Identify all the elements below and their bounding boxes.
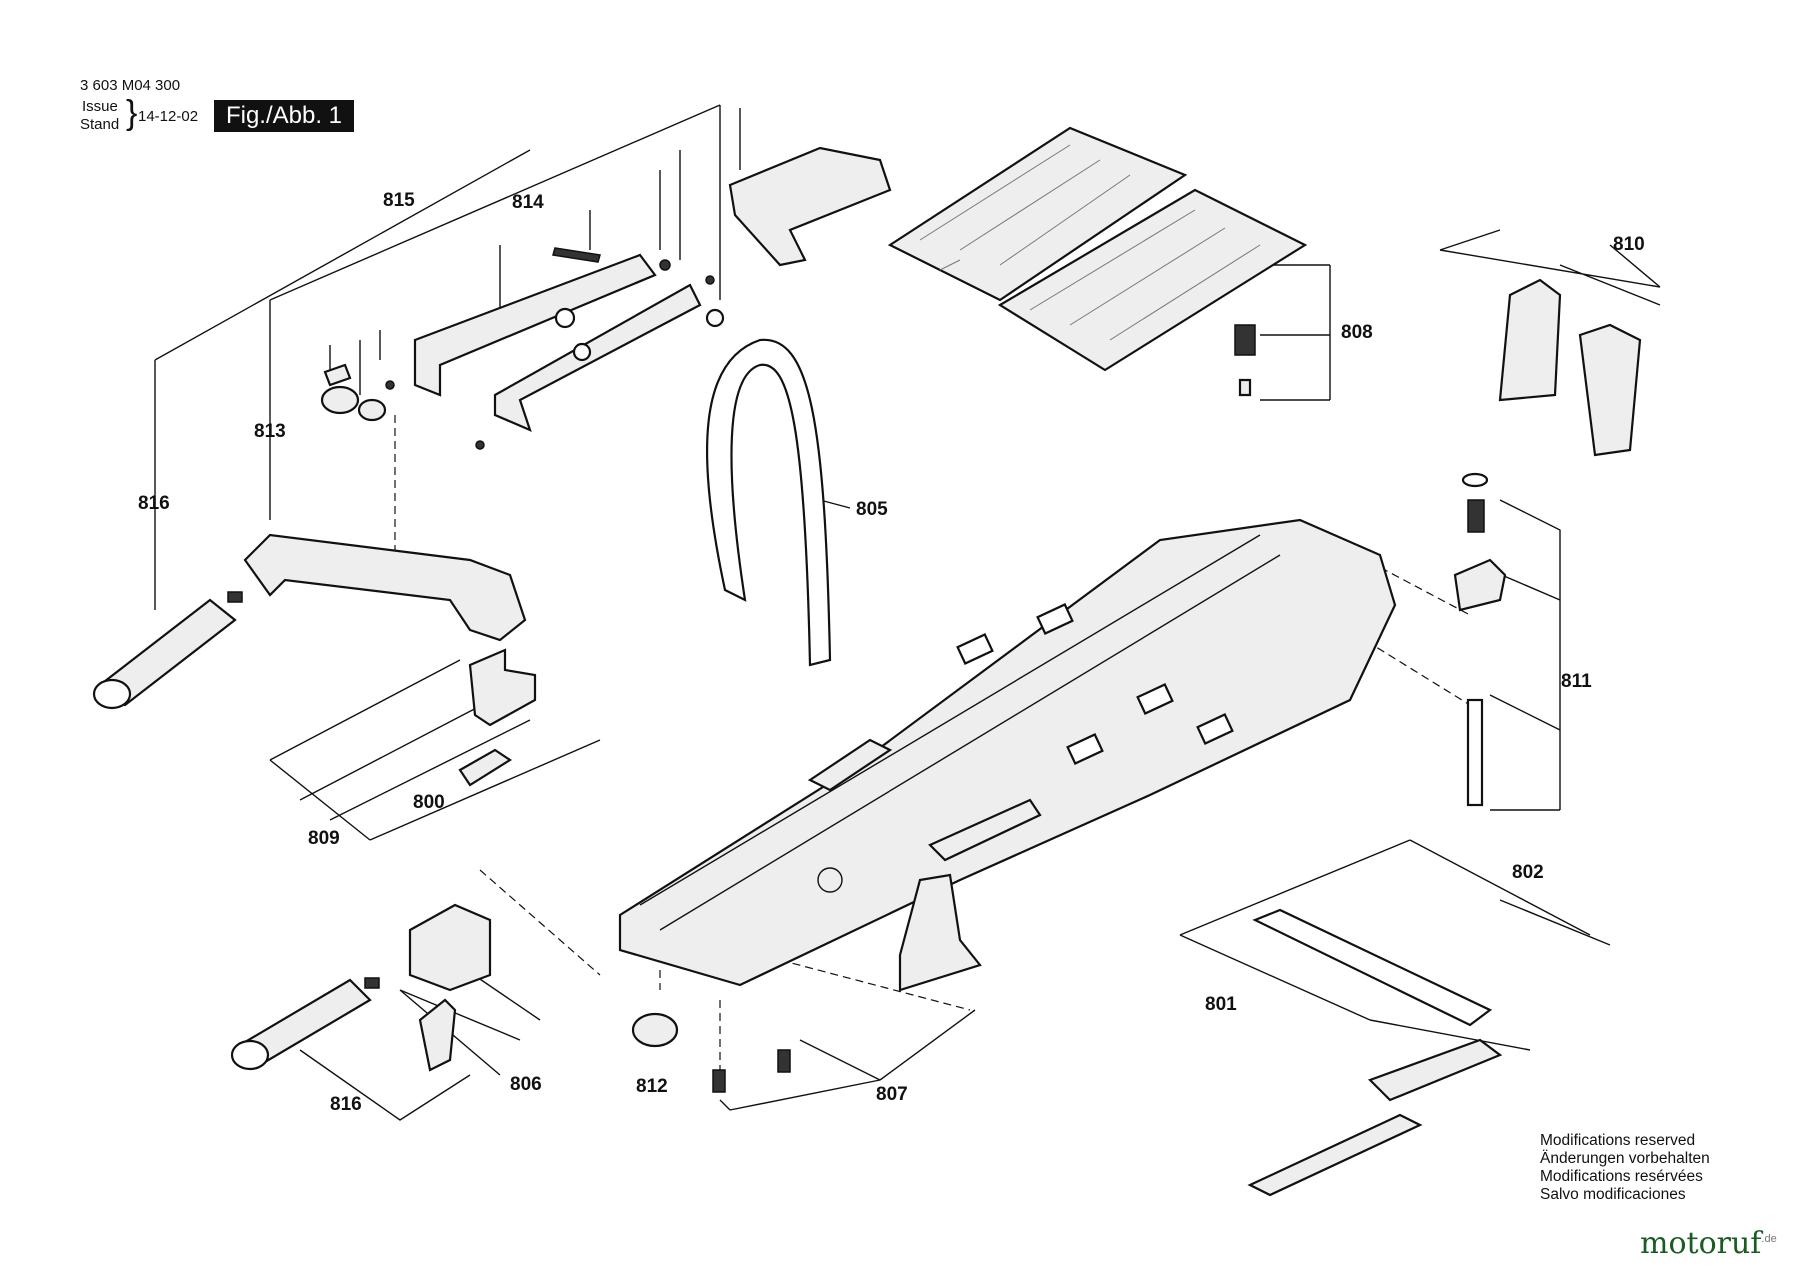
clamp-800 [458,748,513,787]
knob-812 [631,1012,679,1048]
part-label-802: 802 [1512,862,1544,883]
blade-guard-strap [705,338,832,667]
screw-807-b [777,1049,791,1073]
guide-rail-assembly [320,247,725,450]
notice-es: Salvo modificaciones [1540,1186,1686,1203]
handle-810-left [1498,278,1562,402]
clamp-811 [1453,558,1507,612]
miter-blade [1247,1113,1423,1197]
part-labels: 815 814 810 808 813 816 805 811 800 809 … [138,190,1645,1115]
handle-grip-lower [230,977,380,1071]
bracket-809 [468,648,537,727]
notice-fr: Modifications resérvées [1540,1168,1703,1185]
notice-en: Modifications reserved [1540,1132,1696,1149]
part-label-807: 807 [876,1084,908,1105]
miter-arm [1368,1038,1503,1102]
part-label-816-upper: 816 [138,493,170,514]
screw-807-a [712,1069,726,1093]
watermark-logo: motoruf.de [1640,1226,1777,1261]
part-label-808: 808 [1341,322,1373,343]
table-plate-right [997,188,1308,372]
handle-810-right [1578,323,1642,457]
rip-fence [898,873,982,992]
part-label-810: 810 [1613,234,1645,255]
base-plate [618,518,1397,987]
spring-811 [1467,499,1485,533]
part-label-816-lower: 816 [330,1094,362,1115]
part-label-801: 801 [1205,994,1237,1015]
part-label-814: 814 [512,192,544,213]
brace-symbol: } [126,94,138,132]
spring-808 [1234,324,1256,356]
watermark-text: motoruf [1640,1226,1762,1261]
table-plate-left [887,126,1188,302]
part-label-805: 805 [856,499,888,520]
screw-808 [1238,378,1252,397]
issue-label: Issue [82,98,118,115]
handle-grip-upper [92,591,243,710]
notice-de: Änderungen vorbehalten [1540,1150,1710,1167]
part-label-800: 800 [413,792,445,813]
part-label-806: 806 [510,1074,542,1095]
part-label-811: 811 [1561,671,1592,692]
handle-lever [243,533,527,642]
issue-date: 14-12-02 [138,108,199,125]
washer-811 [1461,472,1489,488]
figure-label: Fig./Abb. 1 [214,100,354,132]
part-label-815: 815 [383,190,415,211]
stand-label: Stand [80,116,120,133]
rail-cover [728,146,892,267]
modifications-notice: Modifications reserved Änderungen vorbeh… [1540,1132,1710,1204]
part-label-812: 812 [636,1076,668,1097]
part-label-809: 809 [308,828,340,849]
watermark-suffix: .de [1761,1233,1777,1245]
end-bracket [408,903,492,992]
part-label-813: 813 [254,421,286,442]
miter-scale [1252,908,1493,1027]
document-number: 3 603 M04 300 [80,77,181,94]
bolt-811 [1466,698,1484,807]
